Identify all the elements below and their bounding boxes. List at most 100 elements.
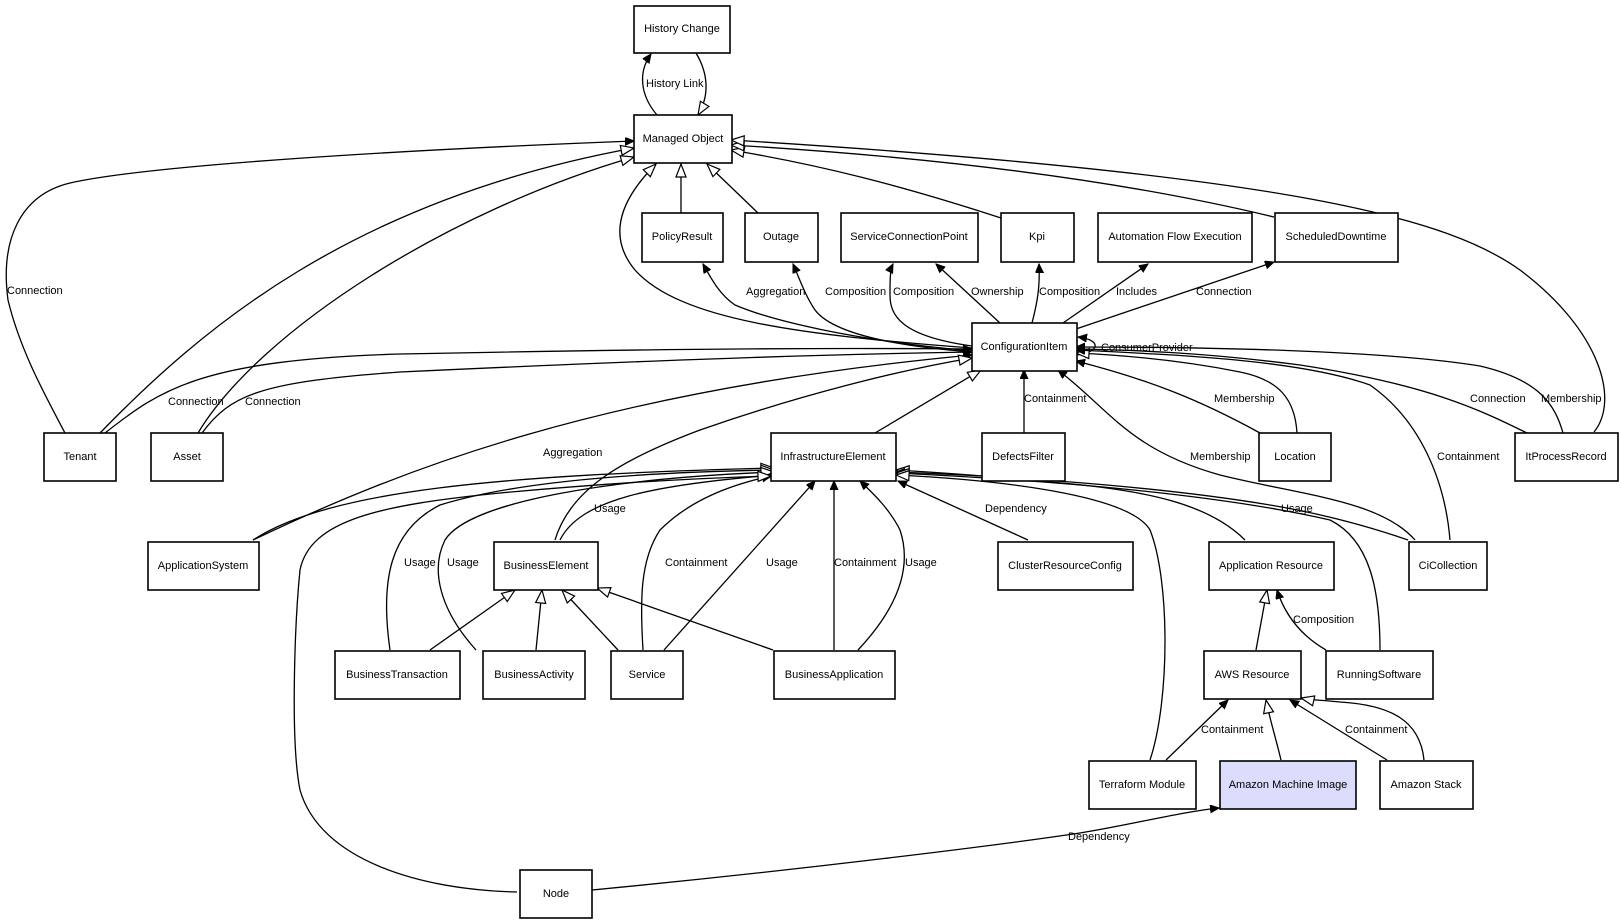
edge-label: Aggregation — [746, 286, 805, 298]
edge-businesstransaction-infra-usage: Usage — [385, 464, 776, 651]
edge-label: History Link — [646, 78, 704, 90]
edge-label: Dependency — [1068, 831, 1130, 843]
edge-history-link: History Link — [641, 54, 704, 116]
node-application-system[interactable]: ApplicationSystem — [147, 541, 260, 591]
node-scheduled-downtime[interactable]: ScheduledDowntime — [1274, 212, 1399, 263]
edge-service-infra-usage: Usage — [663, 481, 815, 651]
edge-node-ami-dependency: Dependency — [591, 808, 1219, 891]
node-label: BusinessApplication — [785, 669, 883, 681]
node-it-process-record[interactable]: ItProcessRecord — [1514, 432, 1619, 482]
edge-terraform-aws-containment: Containment — [1165, 700, 1263, 761]
edge-label: Connection — [7, 285, 63, 297]
edge-inherit-aws-appresource — [1255, 588, 1271, 651]
node-aws-resource[interactable]: AWS Resource — [1203, 650, 1302, 700]
edge-label: Includes — [1116, 286, 1157, 298]
node-label: BusinessElement — [504, 560, 589, 572]
edge-label: Usage — [905, 557, 937, 569]
node-label: Amazon Stack — [1391, 779, 1462, 791]
node-business-element[interactable]: BusinessElement — [493, 541, 599, 591]
edge-itprocessrecord-ci-connection: Connection — [1076, 349, 1528, 434]
node-asset[interactable]: Asset — [150, 432, 224, 482]
node-label: Service — [629, 669, 666, 681]
node-label: ConfigurationItem — [981, 341, 1068, 353]
node-amazon-stack[interactable]: Amazon Stack — [1379, 760, 1474, 810]
node-label: Application Resource — [1219, 560, 1323, 572]
node-label: Amazon Machine Image — [1229, 779, 1348, 791]
node-node[interactable]: Node — [519, 869, 593, 919]
edge-cicollection-ci-membership: Membership — [1058, 370, 1416, 541]
edge-inherit-kpi-managedobject — [729, 146, 1002, 219]
node-business-application[interactable]: BusinessApplication — [773, 650, 896, 700]
node-location[interactable]: Location — [1258, 432, 1332, 482]
node-label: Kpi — [1029, 231, 1045, 243]
node-label: CiCollection — [1419, 560, 1478, 572]
node-label: Automation Flow Execution — [1108, 231, 1241, 243]
edge-inherit-businessapp-businesselement — [595, 586, 774, 651]
edge-businessapp-infra-usage: Usage — [857, 481, 937, 651]
edge-label: Aggregation — [543, 447, 602, 459]
node-label: BusinessActivity — [494, 669, 574, 681]
node-tenant[interactable]: Tenant — [43, 432, 117, 482]
edge-label: Composition — [1293, 614, 1354, 626]
edge-ci-outage-composition: Composition — [792, 264, 973, 353]
node-automation-flow-execution[interactable]: Automation Flow Execution — [1097, 212, 1253, 263]
node-label: ClusterResourceConfig — [1008, 560, 1122, 572]
node-infrastructure-element[interactable]: InfrastructureElement — [770, 432, 897, 482]
node-service[interactable]: Service — [610, 650, 684, 700]
edge-label: Ownership — [971, 286, 1024, 298]
edge-label: Containment — [1201, 724, 1263, 736]
node-cluster-resource-config[interactable]: ClusterResourceConfig — [997, 541, 1134, 591]
node-policy-result[interactable]: PolicyResult — [641, 212, 724, 263]
node-application-resource[interactable]: Application Resource — [1208, 541, 1335, 591]
edge-inherit-service-businesselement — [560, 588, 619, 651]
edge-label: Connection — [245, 396, 301, 408]
node-service-connection-point[interactable]: ServiceConnectionPoint — [840, 212, 979, 263]
node-ci-collection[interactable]: CiCollection — [1408, 541, 1488, 591]
edge-label: ConsumerProvider — [1101, 342, 1193, 354]
edge-label: Connection — [168, 396, 224, 408]
node-label: PolicyResult — [652, 231, 713, 243]
node-running-software[interactable]: RunningSoftware — [1325, 650, 1434, 700]
edge-label: Usage — [447, 557, 479, 569]
edge-asset-ci-connection: Connection — [201, 352, 972, 434]
edge-inherit-historychange-managedobject — [695, 52, 711, 117]
node-configuration-item[interactable]: ConfigurationItem — [971, 322, 1078, 372]
edge-ci-kpi-composition: Composition — [1031, 264, 1100, 324]
node-history-change[interactable]: History Change — [633, 5, 731, 54]
node-label: History Change — [644, 23, 720, 35]
edge-inherit-businesstransaction-businesselement — [429, 589, 517, 651]
edge-ci-automationflow-includes: Includes — [1062, 264, 1157, 324]
node-label: Location — [1274, 451, 1316, 463]
edge-inherit-tenant-managedobject — [99, 144, 636, 434]
node-label: InfrastructureElement — [780, 451, 885, 463]
edge-label: Containment — [834, 557, 896, 569]
edge-businessactivity-infra-usage: Usage — [437, 466, 776, 651]
node-business-transaction[interactable]: BusinessTransaction — [334, 650, 461, 700]
edge-ci-scp-ownership: Ownership — [936, 264, 1024, 324]
edge-businessapp-infra-containment: Containment — [834, 481, 896, 650]
node-terraform-module[interactable]: Terraform Module — [1088, 760, 1197, 810]
node-label: Terraform Module — [1099, 779, 1185, 791]
edge-appsystem-ci-aggregation: Aggregation — [252, 355, 972, 541]
edge-label: Connection — [1470, 393, 1526, 405]
node-defects-filter[interactable]: DefectsFilter — [981, 432, 1066, 482]
edge-inherit-appsystem-infra — [252, 462, 776, 541]
node-amazon-machine-image[interactable]: Amazon Machine Image — [1219, 760, 1357, 810]
node-label: ServiceConnectionPoint — [850, 231, 967, 243]
node-business-activity[interactable]: BusinessActivity — [482, 650, 586, 700]
edge-inherit-businesselement-ci — [554, 354, 974, 541]
edge-service-infra-containment: Containment — [640, 476, 771, 651]
node-managed-object[interactable]: Managed Object — [633, 114, 733, 164]
edge-label: Connection — [1196, 286, 1252, 298]
node-outage[interactable]: Outage — [744, 212, 819, 263]
node-kpi[interactable]: Kpi — [1000, 212, 1075, 263]
edge-inherit-scheduleddowntime-managedobject — [729, 139, 1275, 218]
node-label: Asset — [173, 451, 201, 463]
edge-tenant-ci-connection: Connection — [104, 349, 972, 434]
edge-location-ci-membership: Membership — [1076, 361, 1275, 434]
edge-label: Membership — [1541, 393, 1602, 405]
edge-inherit-configurationitem-managedobject — [619, 162, 973, 349]
edge-label: Usage — [594, 503, 626, 515]
node-label: Managed Object — [643, 133, 724, 145]
